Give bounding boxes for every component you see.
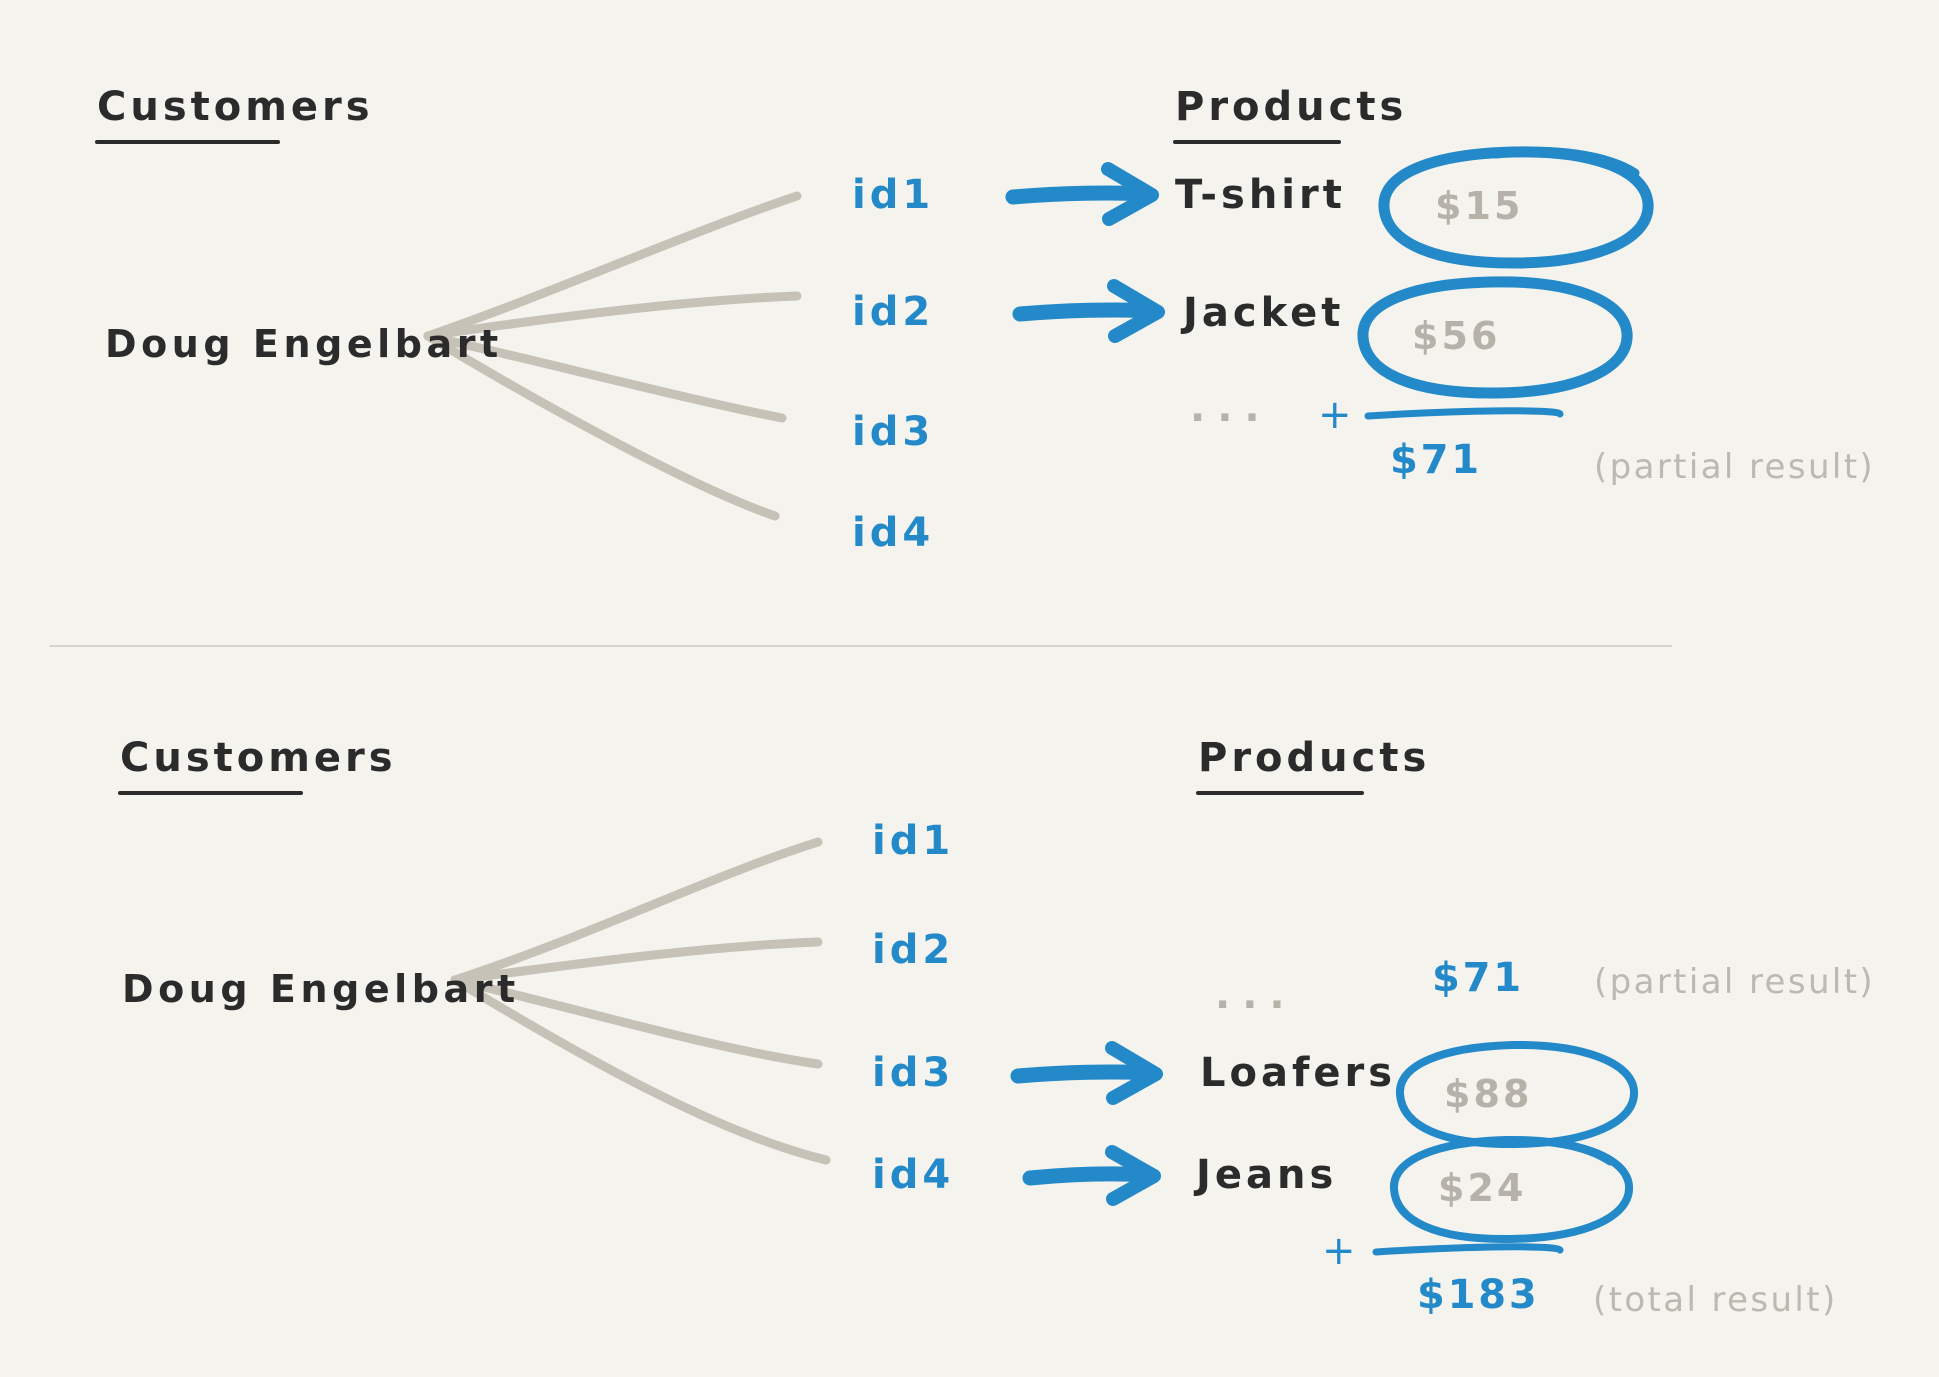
panel-top-ellipsis: ... — [1190, 385, 1272, 431]
panel-bottom-product-label-4: Jeans — [1196, 1152, 1338, 1198]
panel-bottom-price-4: $24 — [1438, 1166, 1527, 1210]
sum-rule-top — [1364, 407, 1564, 420]
heading-underline — [95, 140, 280, 144]
panel-top-id-label-2: id2 — [852, 289, 935, 335]
panel-bottom-plus-sign: + — [1322, 1228, 1358, 1274]
panel-bottom-id-label-2: id2 — [872, 927, 955, 973]
panel-top-price-1: $15 — [1435, 184, 1524, 228]
arrow-id4-to-jeans — [1022, 1145, 1161, 1206]
panel-top-plus-sign: + — [1318, 392, 1354, 438]
panel-top-price-2: $56 — [1412, 314, 1501, 358]
sum-rule-bottom — [1372, 1243, 1564, 1256]
panel-bottom-sum-value: $183 — [1417, 1272, 1540, 1318]
fan-line-top-1 — [423, 191, 802, 341]
panel-top-product-label-1: T-shirt — [1175, 172, 1346, 218]
panel-bottom-id-label-4: id4 — [872, 1152, 955, 1198]
panel-top-id-label-3: id3 — [852, 409, 935, 455]
panel-top-sum-value: $71 — [1390, 437, 1482, 483]
panel-bottom-carried-value: $71 — [1432, 955, 1524, 1001]
panel-bottom-id-label-1: id1 — [872, 818, 955, 864]
panel-bottom-id-label-3: id3 — [872, 1050, 955, 1096]
heading-underline — [1173, 140, 1341, 144]
arrow-id2-to-jacket — [1012, 279, 1165, 343]
panel-top-customer-name: Doug Engelbart — [105, 322, 503, 366]
panel-top-products-heading: Products — [1173, 84, 1407, 144]
heading-underline — [118, 791, 303, 795]
panel-divider — [50, 645, 1672, 647]
panel-bottom-product-label-3: Loafers — [1200, 1050, 1397, 1096]
panel-top-id-label-1: id1 — [852, 172, 935, 218]
panel-top-customers-heading: Customers — [95, 84, 374, 144]
panel-bottom-customer-name: Doug Engelbart — [122, 967, 520, 1011]
panel-top-sum-note: (partial result) — [1594, 447, 1876, 487]
panel-bottom-price-3: $88 — [1444, 1072, 1533, 1116]
panel-bottom-carried-note: (partial result) — [1594, 962, 1876, 1002]
fan-line-bottom-1 — [450, 837, 823, 985]
panel-bottom-sum-note: (total result) — [1593, 1280, 1838, 1320]
panel-bottom-ellipsis: ... — [1215, 972, 1297, 1018]
panel-bottom-products-heading: Products — [1196, 735, 1430, 795]
arrow-id3-to-loafers — [1010, 1041, 1163, 1105]
heading-underline — [1196, 791, 1364, 795]
panel-top-product-label-2: Jacket — [1183, 290, 1345, 336]
panel-bottom-customers-heading: Customers — [118, 735, 397, 795]
panel-top-id-label-4: id4 — [852, 510, 935, 556]
arrow-id1-to-tshirt — [1005, 162, 1159, 226]
